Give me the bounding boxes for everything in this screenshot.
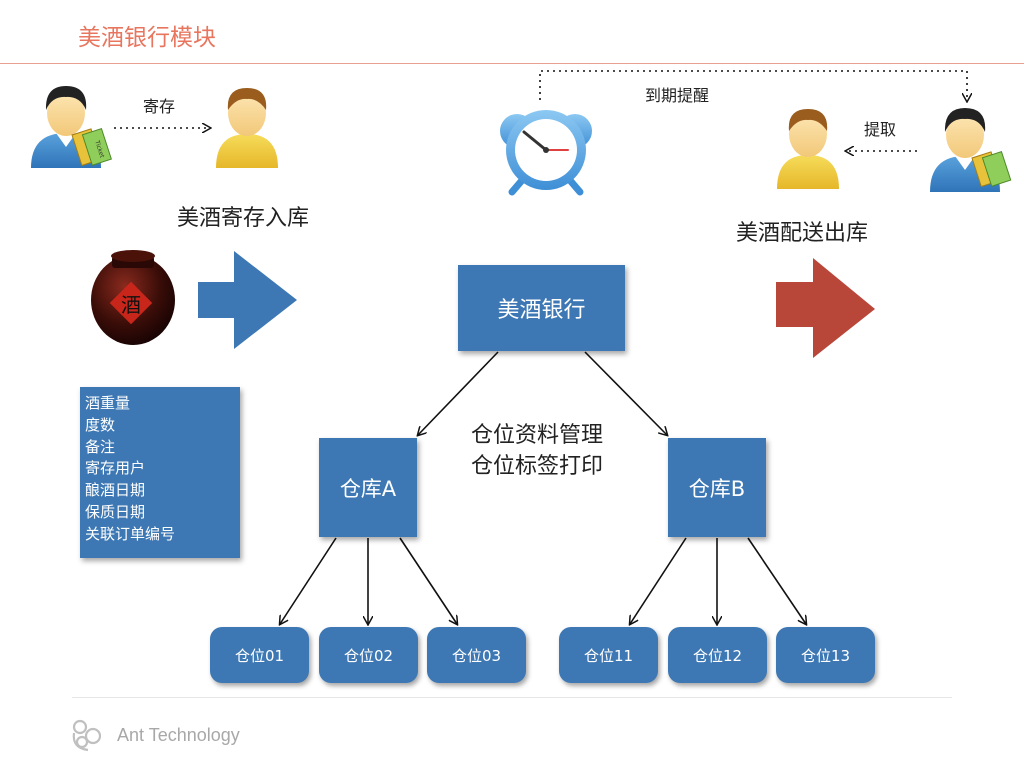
inbound-arrow xyxy=(198,251,297,349)
info-field: 酒重量 xyxy=(85,394,131,412)
info-field: 度数 xyxy=(85,415,116,434)
root-to-warehouse-a-arrow xyxy=(418,351,499,435)
wine-info-fields-box: 酒重量 度数 备注 寄存用户 酿酒日期 保质日期 关联订单编号 xyxy=(80,387,240,558)
footer-company-name: Ant Technology xyxy=(117,725,240,745)
info-field: 保质日期 xyxy=(85,502,146,521)
customer-pickup-icon xyxy=(930,108,1012,192)
jar-label: 酒 xyxy=(121,293,141,317)
delivery-staff-icon xyxy=(777,109,839,189)
info-field: 酿酒日期 xyxy=(85,481,146,500)
slot-node: 仓位02 xyxy=(319,627,418,683)
info-field: 备注 xyxy=(85,437,116,456)
delivery-heading: 美酒配送出库 xyxy=(736,221,869,246)
info-field: 寄存用户 xyxy=(85,459,146,478)
center-line-management: 仓位资料管理 xyxy=(471,423,604,448)
wine-jar-icon: 酒 xyxy=(91,250,175,345)
warehouse-b-node: 仓库B xyxy=(668,438,766,537)
root-to-warehouse-b-arrow xyxy=(584,351,667,435)
title-divider xyxy=(0,63,1024,64)
ant-technology-logo-icon xyxy=(72,719,102,752)
outbound-arrow xyxy=(776,258,875,358)
slot-node: 仓位13 xyxy=(776,627,875,683)
page-title: 美酒银行模块 xyxy=(78,25,216,51)
warehouse-a-node: 仓库A xyxy=(319,438,417,537)
warehouse-b-slot-arrow xyxy=(630,537,687,624)
deposit-label: 寄存 xyxy=(143,97,176,116)
deposit-heading: 美酒寄存入库 xyxy=(177,206,310,231)
info-field: 关联订单编号 xyxy=(85,524,176,543)
warehouse-a-slot-arrow xyxy=(280,537,337,624)
bank-staff-icon xyxy=(216,88,278,168)
slot-node: 仓位03 xyxy=(427,627,526,683)
pickup-label: 提取 xyxy=(864,120,897,139)
alarm-clock-icon xyxy=(500,110,592,196)
slot-node: 仓位01 xyxy=(210,627,309,683)
reminder-arrow xyxy=(539,70,967,101)
footer-divider xyxy=(72,697,952,698)
reminder-label: 到期提醒 xyxy=(645,86,710,105)
warehouse-b-slot-arrow xyxy=(747,537,806,624)
customer-with-ticket-icon: Ticket xyxy=(31,86,112,168)
warehouse-a-slot-arrow xyxy=(399,537,457,624)
slot-node: 仓位12 xyxy=(668,627,767,683)
slot-node: 仓位11 xyxy=(559,627,658,683)
center-line-printing: 仓位标签打印 xyxy=(471,454,604,479)
wine-bank-root-node: 美酒银行 xyxy=(458,265,625,351)
